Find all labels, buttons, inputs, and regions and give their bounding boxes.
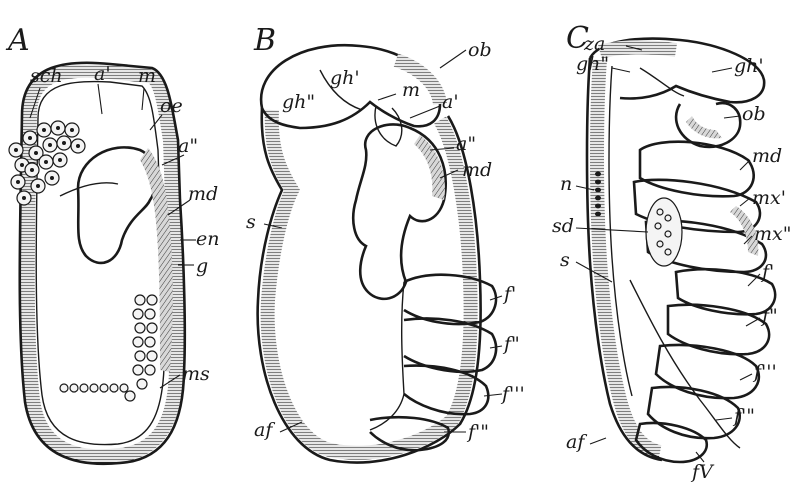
panel-b-label-md: md: [462, 159, 492, 181]
panel-c-za-band: [600, 47, 676, 52]
panel-c-label-f1: f': [760, 261, 774, 283]
panel-c-label-mx1: mx': [752, 187, 786, 209]
panel-a-mesoderm-row: [60, 384, 128, 392]
panel-b-label-af: af: [254, 419, 275, 441]
panel-b-label-a1: a': [442, 91, 459, 113]
panel-c-label-md: md: [752, 145, 782, 167]
panel-b-labrum-shade: [414, 135, 445, 200]
panel-c-label-f5: fV: [690, 461, 715, 483]
panel-c-label-f3: f''': [752, 361, 777, 383]
panel-c-mandible: [640, 142, 754, 197]
panel-c-label-f4: f'": [732, 405, 755, 427]
panel-b-label-a2: a": [456, 133, 476, 155]
panel-b-label-gh2: gh": [282, 91, 315, 113]
panel-a-label-g: g: [196, 255, 208, 277]
panel-a-label-md: md: [188, 183, 218, 205]
panel-c-label-sd: sd: [552, 215, 574, 237]
panel-a-label-m: m: [138, 65, 156, 87]
panel-a-letter: A: [5, 23, 30, 58]
panel-c-optic-shade: [686, 116, 722, 138]
panel-a-label-a1: a': [94, 63, 111, 85]
panel-c-label-za: za: [583, 33, 605, 55]
panel-c-label-f2: f": [760, 305, 778, 327]
panel-a-label-oe: oe: [160, 95, 183, 117]
panel-b-label-gh1: gh': [330, 67, 360, 89]
panel-b-label-f1: f': [502, 283, 516, 305]
panel-b-segment-1: [404, 275, 496, 324]
panel-b-label-s: s: [246, 211, 256, 233]
panel-c-salivary-gland: [646, 198, 682, 266]
panel-a-yolk-cells: [125, 295, 157, 401]
panel-c-optic: [676, 103, 740, 147]
panel-a-label-sch: sch: [30, 65, 63, 87]
panel-c-label-gh2: gh": [576, 53, 609, 75]
panel-c-label-af: af: [566, 431, 587, 453]
panel-b-letter: B: [253, 23, 276, 58]
panel-c-label-gh1: gh': [734, 55, 764, 77]
panel-a-label-ms: ms: [182, 363, 210, 385]
panel-a-lumen-line: [60, 183, 118, 196]
panel-b-label-f2: f": [502, 333, 520, 355]
panel-a-label-a2: a": [178, 135, 198, 157]
panel-c-label-n: n: [560, 173, 572, 195]
panel-b-label-f3: f''': [500, 383, 525, 405]
panel-b-label-f4: f'": [466, 421, 489, 443]
panel-b-label-m: m: [402, 79, 420, 101]
panel-c-label-s: s: [560, 249, 570, 271]
panel-a: A sch a' m oe a" md en g ms: [5, 23, 219, 464]
panel-c-label-mx2: mx": [754, 223, 791, 245]
panel-b-label-ob: ob: [468, 39, 492, 61]
panel-b: B gh" gh' ob m a' a" md s f' f" f''' f'"…: [246, 23, 525, 462]
panel-c-label-ob: ob: [742, 103, 766, 125]
panel-b-ventral-line: [370, 282, 404, 430]
panel-a-label-en: en: [196, 228, 219, 250]
panel-c: C za gh" gh' ob md mx' n mx" sd f' s f" …: [552, 21, 791, 483]
panel-b-segment-2: [404, 319, 496, 372]
panel-b-body-wall: [268, 110, 471, 453]
